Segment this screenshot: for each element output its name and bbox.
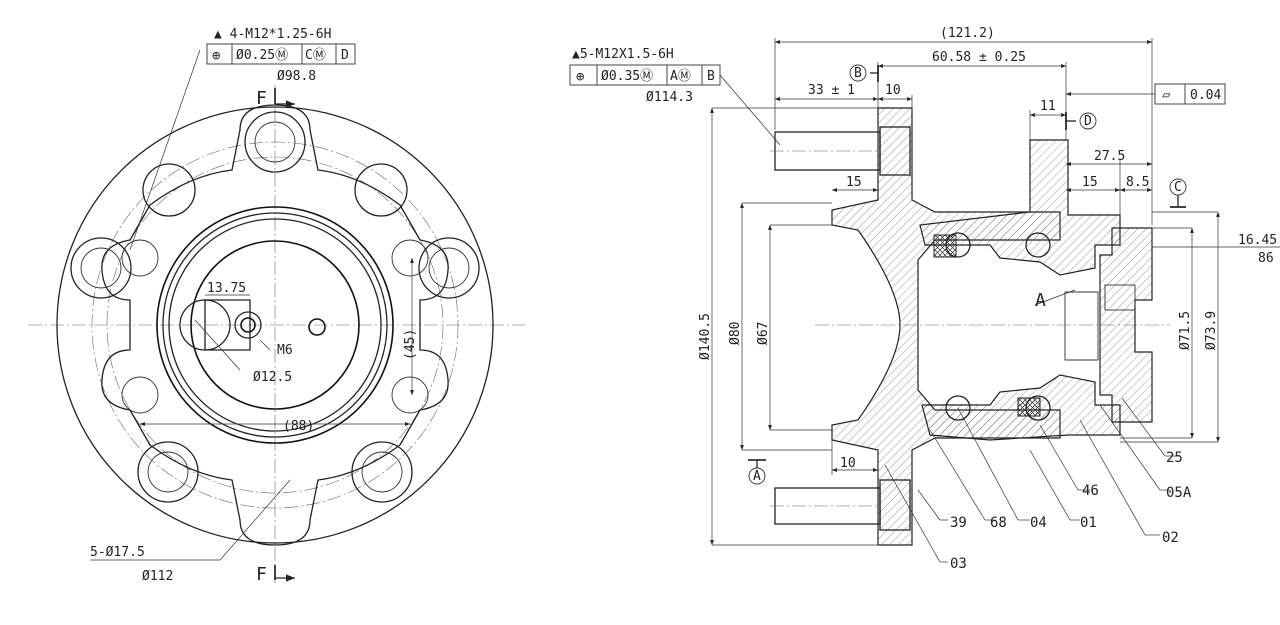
dim-10-top: 10	[885, 83, 901, 98]
part-01: 01	[1080, 515, 1097, 531]
datum-a-bubble	[748, 467, 766, 485]
ball-upper-left	[945, 232, 971, 258]
leader-thread	[129, 49, 201, 251]
dim-12-5: Ø12.5	[253, 370, 292, 385]
spindle-bore	[1064, 291, 1099, 361]
left-fcf-symbol: ⊕	[212, 48, 221, 64]
flatness-symbol: ▱	[1162, 87, 1171, 103]
part-02: 02	[1162, 530, 1179, 546]
datum-d-bubble	[1079, 112, 1097, 130]
leader-right-thread	[719, 74, 781, 146]
sensor-hole-12-5	[179, 299, 231, 351]
label-m6: M6	[277, 343, 293, 358]
dim-15-left: 15	[846, 175, 862, 190]
dim-8-5: 8.5	[1126, 175, 1149, 190]
wheel-stud-lower	[770, 479, 911, 531]
dim-15-right: 15	[1082, 175, 1098, 190]
dim-13-75: 13.75	[207, 281, 246, 296]
datum-c: C	[1174, 180, 1182, 195]
pcd-112-circle	[91, 141, 459, 509]
part-39: 39	[950, 515, 967, 531]
dim-10-bottom: 10	[840, 456, 856, 471]
left-fcf-datum1: CⓂ	[305, 48, 326, 63]
datum-a: A	[753, 469, 761, 484]
left-fcf-tolerance: Ø0.25Ⓜ	[236, 48, 288, 63]
dia-73-9: Ø73.9	[1204, 311, 1219, 350]
knuckle-flange-outline	[101, 104, 449, 546]
dim-overall: (121.2)	[940, 26, 995, 41]
part-leaders	[884, 289, 1180, 563]
right-pcd: Ø114.3	[646, 90, 693, 105]
seal-upper	[933, 234, 957, 258]
small-hole-icon	[308, 318, 326, 336]
bolt-holes	[121, 239, 429, 414]
right-view: ▲5-M12X1.5-6H ⊕ Ø0.35Ⓜ AⓂ B Ø114.3 (121.…	[569, 26, 1280, 572]
ball-lower-left	[945, 395, 971, 421]
part-68: 68	[990, 515, 1007, 531]
leader-holes-2	[219, 479, 291, 561]
section-a-label: A	[1035, 290, 1046, 311]
left-fcf-datum2: D	[341, 48, 349, 63]
datum-b: B	[854, 66, 862, 81]
right-thread-note: ▲5-M12X1.5-6H	[572, 47, 674, 62]
dim-45: (45)	[403, 329, 418, 360]
wheel-stud-upper	[770, 126, 911, 176]
dia-67: Ø67	[756, 322, 771, 345]
datum-d: D	[1084, 114, 1092, 129]
outer-flange-circle	[56, 106, 494, 544]
dia-71-5: Ø71.5	[1178, 311, 1193, 350]
left-fcf	[206, 43, 356, 65]
left-thread-note: ▲ 4-M12*1.25-6H	[214, 27, 331, 42]
part-03: 03	[950, 556, 967, 572]
dim-33: 33 ± 1	[808, 83, 855, 98]
sensor-boss	[204, 299, 251, 351]
flatness-value: 0.04	[1190, 88, 1221, 103]
hub-ring-2	[162, 212, 388, 438]
part-25: 25	[1166, 450, 1183, 466]
leader-12-5	[194, 319, 241, 371]
section-label-bottom: F	[256, 564, 267, 585]
section-label-top: F	[256, 88, 267, 109]
dim-16-45: 16.45	[1238, 233, 1277, 248]
right-fcf-symbol: ⊕	[576, 69, 585, 85]
m6-hole-outer	[234, 311, 262, 339]
hub-ring-outer	[156, 206, 394, 444]
datum-b-bubble	[849, 64, 867, 82]
pcd-98-8-circle	[106, 156, 444, 494]
dim-60-58: 60.58 ± 0.25	[932, 50, 1026, 65]
right-fcf-datum1: AⓂ	[670, 69, 691, 84]
ball-upper-right	[1025, 232, 1051, 258]
leader-m6	[259, 339, 271, 351]
right-fcf-datum2: B	[707, 69, 715, 84]
end-cap-section	[1099, 227, 1153, 423]
stud-holes	[70, 111, 480, 503]
part-05a: 05A	[1166, 485, 1192, 501]
left-pcd-top: Ø98.8	[277, 69, 316, 84]
ball-lower-right	[1025, 395, 1051, 421]
m6-hole	[240, 317, 256, 333]
dim-27-5: 27.5	[1094, 149, 1125, 164]
left-view: ▲ 4-M12*1.25-6H ⊕ Ø0.25Ⓜ CⓂ D Ø98.8 F F …	[28, 27, 525, 585]
datum-c-bubble	[1169, 178, 1187, 196]
right-fcf-tolerance: Ø0.35Ⓜ	[601, 69, 653, 84]
dim-11: 11	[1040, 99, 1056, 114]
hub-bore	[190, 240, 360, 410]
holes-note: 5-Ø17.5	[90, 545, 145, 560]
part-46: 46	[1082, 483, 1099, 499]
part-04: 04	[1030, 515, 1047, 531]
dim-86: 86	[1258, 251, 1274, 266]
pcd-bottom: Ø112	[142, 569, 173, 584]
dia-80: Ø80	[728, 322, 743, 345]
dim-88: (88)	[283, 419, 314, 434]
dia-140-5: Ø140.5	[698, 313, 713, 360]
hub-flange-section	[831, 107, 1061, 546]
cap-threaded-hole	[1104, 284, 1136, 311]
hub-ring-3	[168, 218, 382, 432]
